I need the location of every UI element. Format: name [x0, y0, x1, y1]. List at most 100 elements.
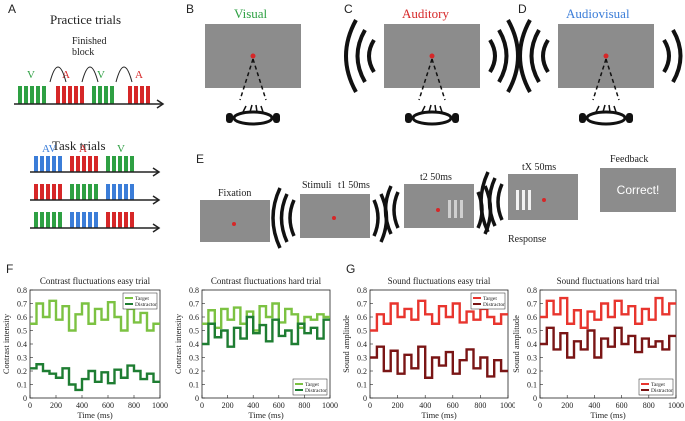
task-letter: V [117, 143, 125, 155]
legend-label: Target [305, 382, 319, 388]
auditory-setup [344, 19, 520, 126]
finished-label: Finished [72, 36, 107, 47]
block-label: block [72, 47, 95, 58]
y-tick-label: 0.7 [357, 300, 367, 309]
y-tick-label: 0.2 [17, 367, 27, 376]
y-tick-label: 0.5 [357, 327, 367, 336]
auditory-title: Auditory [402, 6, 449, 21]
x-axis-label: Time (ms) [421, 410, 457, 420]
y-tick-label: 0.2 [357, 367, 367, 376]
panel-label-a: A [8, 2, 17, 16]
legend-label: Distractor [651, 388, 673, 394]
panel-label-b: B [186, 2, 195, 16]
x-tick-label: 200 [392, 401, 404, 410]
panel-label-f: F [6, 262, 14, 276]
x-tick-label: 1000 [500, 401, 515, 410]
task-letter: A [79, 143, 87, 155]
panel-label-e: E [196, 152, 205, 166]
y-tick-label: 0.6 [17, 313, 27, 322]
fixation-label: Fixation [218, 188, 252, 199]
y-tick-label: 0.8 [527, 286, 537, 295]
y-tick-label: 0.7 [527, 300, 537, 309]
x-tick-label: 800 [643, 401, 655, 410]
y-axis-label: Contrast intensity [1, 313, 11, 374]
chart-title: Sound fluctuations easy trial [388, 276, 491, 286]
y-tick-label: 0.6 [527, 313, 537, 322]
x-tick-label: 800 [298, 401, 310, 410]
y-tick-label: 0.4 [189, 340, 199, 349]
y-tick-label: 0.1 [527, 381, 537, 390]
practice-letter: A [135, 69, 143, 81]
y-tick-label: 0.1 [357, 381, 367, 390]
y-tick-label: 0.6 [189, 313, 199, 322]
y-axis-label: Sound amplitude [511, 315, 521, 373]
x-tick-label: 600 [616, 401, 628, 410]
y-axis-label: Sound amplitude [341, 315, 351, 373]
y-tick-label: 0.8 [17, 286, 27, 295]
practice-bars [14, 86, 165, 109]
legend-label: Distractor [135, 302, 157, 308]
sound-hard-chart: Sound fluctuations hard trial00.10.20.30… [511, 276, 684, 420]
x-tick-label: 400 [76, 401, 88, 410]
y-tick-label: 0.4 [357, 340, 367, 349]
x-tick-label: 400 [247, 401, 259, 410]
x-tick-label: 0 [200, 401, 204, 410]
contrast-hard-chart: Contrast fluctuations hard trial 0 0.1 0.2 0… [173, 276, 338, 420]
finished-block-label: Finished block [72, 36, 106, 58]
task-letter: AV [42, 143, 57, 155]
task-row-3 [30, 212, 161, 233]
series-line [202, 315, 330, 348]
y-tick-label: 0.3 [189, 354, 199, 363]
task-trials-title: Task trials [52, 138, 106, 153]
t1-label: t1 50ms [338, 180, 370, 191]
y-axis-label: Contrast intensity [173, 313, 183, 374]
series-line [30, 299, 160, 332]
series-line [202, 302, 330, 332]
contrast-easy-chart: Contrast fluctuations easy trial00.10.20… [1, 276, 168, 420]
feedback-label: Feedback [610, 154, 649, 165]
practice-letter: V [27, 69, 35, 81]
practice-letter: V [97, 69, 105, 81]
legend-label: Target [651, 382, 665, 388]
x-tick-label: 200 [222, 401, 234, 410]
y-tick-label: 0.5 [189, 327, 199, 336]
x-tick-label: 1000 [152, 401, 168, 410]
practice-letter: A [62, 69, 70, 81]
setup-diagrams [205, 19, 683, 126]
panel-label-g: G [346, 262, 356, 276]
x-tick-label: 400 [588, 401, 600, 410]
series-line [370, 345, 508, 379]
x-axis-label: Time (ms) [77, 410, 113, 420]
stimuli-label: Stimuli [302, 180, 332, 191]
legend-label: Distractor [483, 302, 505, 308]
panel-label-c: C [344, 2, 353, 16]
response-label: Response [508, 234, 547, 245]
panel-a-diagram: V A V A AV A V [14, 66, 165, 233]
x-tick-label: 0 [368, 401, 372, 410]
legend-label: Distractor [305, 388, 327, 394]
x-tick-label: 600 [102, 401, 114, 410]
x-tick-label: 1000 [668, 401, 684, 410]
x-tick-label: 600 [447, 401, 459, 410]
y-tick-label: 0 [363, 394, 367, 403]
block-arcs [49, 66, 133, 83]
x-tick-label: 0 [538, 401, 542, 410]
series-line [30, 363, 160, 392]
x-tick-label: 800 [128, 401, 140, 410]
y-tick-label: 0.4 [17, 340, 27, 349]
y-tick-label: 0.2 [189, 367, 199, 376]
task-row-1 [30, 156, 161, 177]
t2-label: t2 50ms [420, 172, 452, 183]
visual-title: Visual [234, 6, 268, 21]
y-tick-label: 0.1 [189, 381, 199, 390]
chart-title: Contrast fluctuations hard trial [211, 276, 322, 286]
x-tick-label: 200 [561, 401, 573, 410]
y-tick-label: 0.2 [527, 367, 537, 376]
x-tick-label: 800 [474, 401, 486, 410]
legend-label: Target [135, 296, 149, 302]
y-tick-label: 0 [533, 394, 537, 403]
y-tick-label: 0.6 [357, 313, 367, 322]
y-tick-label: 0 [23, 394, 27, 403]
audiovisual-title: Audiovisual [566, 6, 630, 21]
